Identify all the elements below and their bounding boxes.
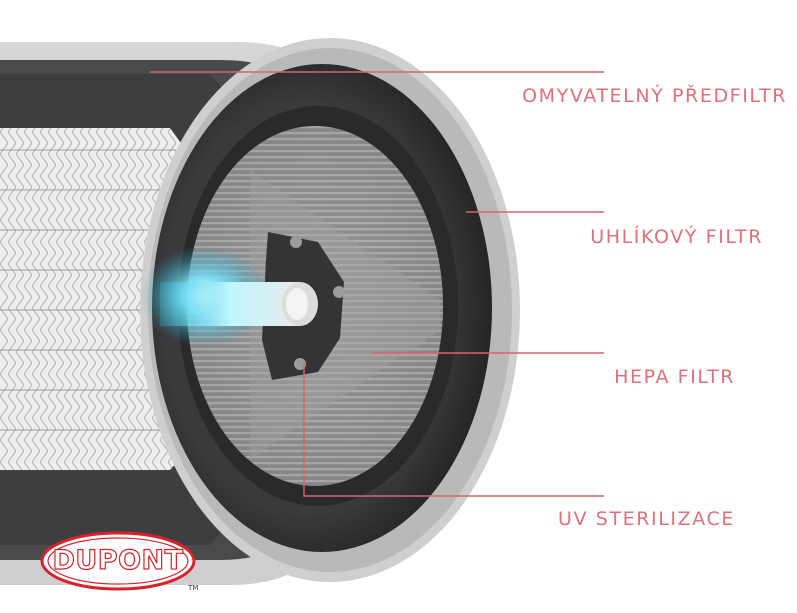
uv-sterilization-label: UV STERILIZACE [558,508,735,530]
prefilter-label: OMYVATELNÝ PŘEDFILTR [522,85,787,107]
dupont-logo-icon: DUPONT [40,531,196,591]
trademark-mark: TM [188,584,199,592]
hepa-filter-label: HEPA FILTR [614,366,735,388]
carbon-filter-label: UHLÍKOVÝ FILTR [590,226,763,248]
dupont-logo-oval [40,531,196,591]
dupont-logo-text: DUPONT [52,544,184,576]
